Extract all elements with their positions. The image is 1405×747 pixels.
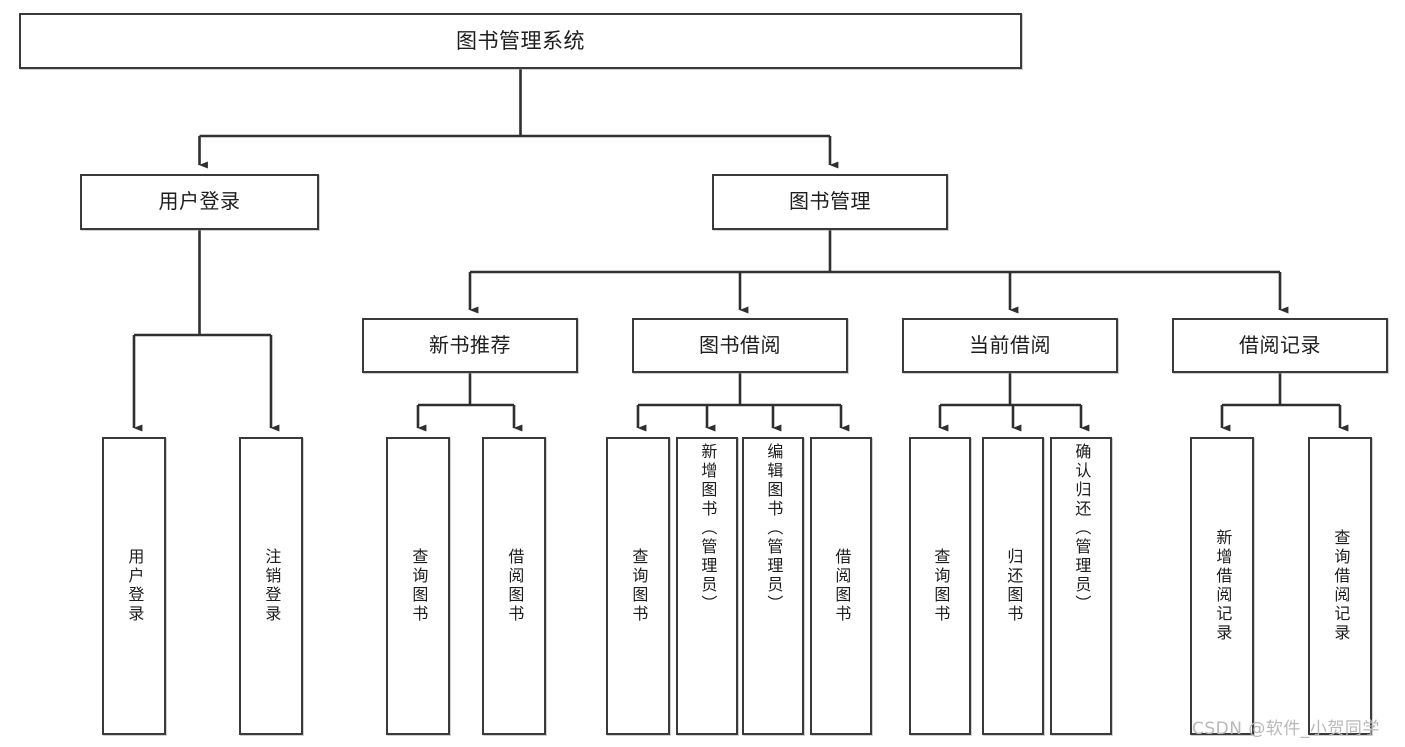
node-book-borrow[interactable]: 图书借阅: [632, 318, 848, 373]
node-leaf-user-login[interactable]: 用户登录: [102, 437, 166, 735]
node-leaf-edit-book-admin[interactable]: 编辑图书（管理员）: [742, 437, 804, 735]
node-current-borrow[interactable]: 当前借阅: [902, 318, 1118, 373]
node-new-book-recommend-label: 新书推荐: [429, 332, 511, 357]
node-borrow-record[interactable]: 借阅记录: [1172, 318, 1388, 373]
node-leaf-return-book-label: 归还图书: [1004, 548, 1024, 624]
node-leaf-query-book-2[interactable]: 查询图书: [606, 437, 670, 735]
watermark-text: CSDN @软件_小贺同学: [1192, 719, 1380, 739]
node-leaf-query-book-2-label: 查询图书: [629, 548, 649, 624]
node-user-login[interactable]: 用户登录: [80, 174, 319, 230]
node-leaf-edit-book-admin-label: 编辑图书（管理员）: [764, 443, 784, 614]
node-leaf-user-login-label: 用户登录: [125, 548, 145, 624]
node-current-borrow-label: 当前借阅: [969, 332, 1051, 357]
node-borrow-record-label: 借阅记录: [1239, 332, 1321, 357]
node-leaf-query-borrow-record-label: 查询借阅记录: [1331, 529, 1351, 643]
node-leaf-add-book-admin-label: 新增图书（管理员）: [698, 443, 718, 614]
node-leaf-query-book-1[interactable]: 查询图书: [386, 437, 450, 735]
node-book-borrow-label: 图书借阅: [699, 332, 781, 357]
node-root[interactable]: 图书管理系统: [19, 13, 1022, 69]
node-root-label: 图书管理系统: [456, 28, 585, 53]
node-new-book-recommend[interactable]: 新书推荐: [362, 318, 578, 373]
node-leaf-borrow-book-1-label: 借阅图书: [505, 548, 525, 624]
node-book-manage[interactable]: 图书管理: [712, 174, 948, 230]
node-leaf-add-borrow-record-label: 新增借阅记录: [1213, 529, 1233, 643]
node-leaf-return-book[interactable]: 归还图书: [982, 437, 1044, 735]
node-leaf-query-borrow-record[interactable]: 查询借阅记录: [1308, 437, 1372, 735]
node-leaf-confirm-return-admin[interactable]: 确认归还（管理员）: [1050, 437, 1112, 735]
node-leaf-logout-label: 注销登录: [262, 548, 282, 624]
node-leaf-borrow-book-2-label: 借阅图书: [832, 548, 852, 624]
node-leaf-query-book-1-label: 查询图书: [409, 548, 429, 624]
node-leaf-borrow-book-1[interactable]: 借阅图书: [482, 437, 546, 735]
node-leaf-add-borrow-record[interactable]: 新增借阅记录: [1190, 437, 1254, 735]
node-leaf-query-book-3-label: 查询图书: [931, 548, 951, 624]
node-leaf-confirm-return-admin-label: 确认归还（管理员）: [1072, 443, 1092, 614]
node-leaf-borrow-book-2[interactable]: 借阅图书: [810, 437, 872, 735]
node-leaf-logout[interactable]: 注销登录: [239, 437, 303, 735]
node-book-manage-label: 图书管理: [789, 189, 871, 214]
node-user-login-label: 用户登录: [158, 189, 241, 214]
watermark: CSDN @软件_小贺同学: [1192, 714, 1380, 739]
node-leaf-query-book-3[interactable]: 查询图书: [909, 437, 971, 735]
node-leaf-add-book-admin[interactable]: 新增图书（管理员）: [676, 437, 738, 735]
